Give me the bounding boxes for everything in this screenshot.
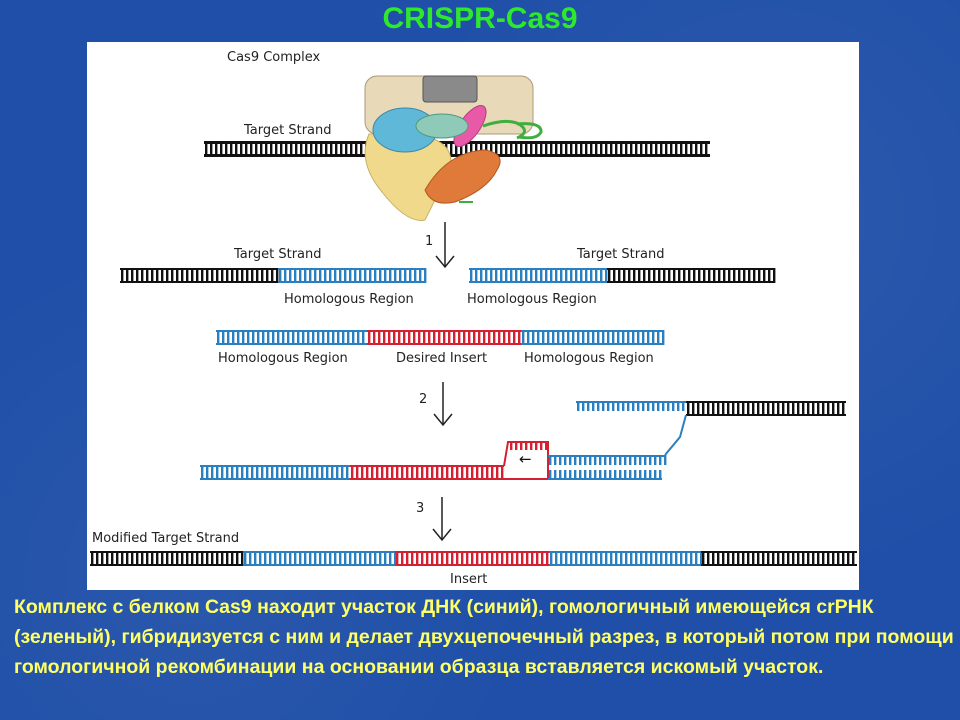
cut-strand-right: [469, 268, 776, 283]
homologous-region-label-2: Homologous Region: [524, 351, 654, 366]
slide-caption: Комплекс с белком Cas9 находит участок Д…: [14, 596, 954, 678]
recombination-intermediate: [200, 401, 846, 480]
homologous-region-label-right: Homologous Region: [467, 292, 597, 307]
insert-label: Insert: [450, 572, 487, 587]
slide-title: CRISPR-Cas9: [382, 2, 578, 35]
target-strand-label-top: Target Strand: [243, 123, 332, 138]
modified-target-strand-label: Modified Target Strand: [92, 531, 239, 546]
crispr-diagram: Cas9 Complex Target Strand 1 Target Str: [87, 42, 859, 590]
step-2-arrow: [433, 382, 453, 427]
step-2-label: 2: [419, 392, 427, 407]
donor-template: [216, 330, 665, 345]
cas9-complex-label: Cas9 Complex: [227, 50, 321, 65]
target-strand-label-left: Target Strand: [233, 247, 322, 262]
homologous-region-label-left: Homologous Region: [284, 292, 414, 307]
desired-insert-label: Desired Insert: [396, 351, 487, 366]
homologous-region-label-1: Homologous Region: [218, 351, 348, 366]
cas9-protein: [364, 75, 543, 221]
step-3-label: 3: [416, 501, 424, 516]
left-arrow-glyph: ←: [519, 450, 532, 468]
modified-target-strand: [90, 551, 857, 566]
step-3-arrow: [432, 497, 452, 542]
cut-strand-left: [120, 268, 427, 283]
target-strand-label-right: Target Strand: [576, 247, 665, 262]
step-1-arrow: [435, 222, 455, 269]
step-1-label: 1: [425, 234, 433, 249]
